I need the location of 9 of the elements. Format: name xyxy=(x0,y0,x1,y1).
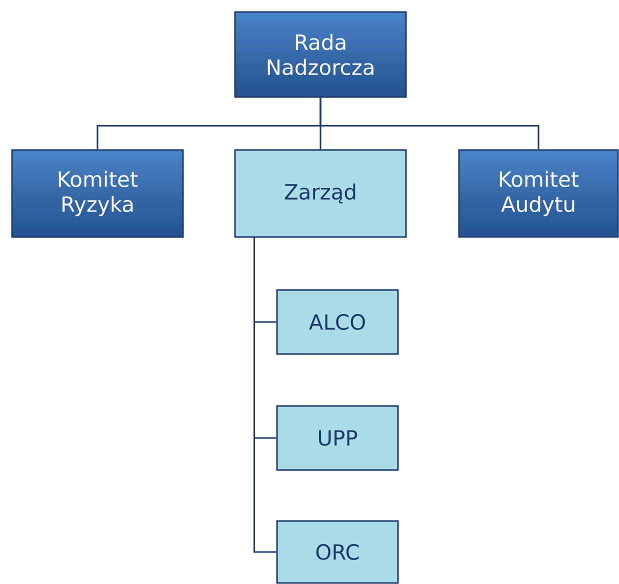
connector-line xyxy=(320,98,540,150)
org-box: ORC xyxy=(276,520,399,584)
org-box: Rada Nadzorcza xyxy=(234,11,407,98)
org-box: UPP xyxy=(276,405,399,471)
org-box: Komitet Audytu xyxy=(458,149,619,238)
connector-line xyxy=(254,238,276,553)
org-box: ALCO xyxy=(276,289,399,355)
org-box: Zarząd xyxy=(234,149,407,238)
org-box: Komitet Ryzyka xyxy=(11,149,184,238)
